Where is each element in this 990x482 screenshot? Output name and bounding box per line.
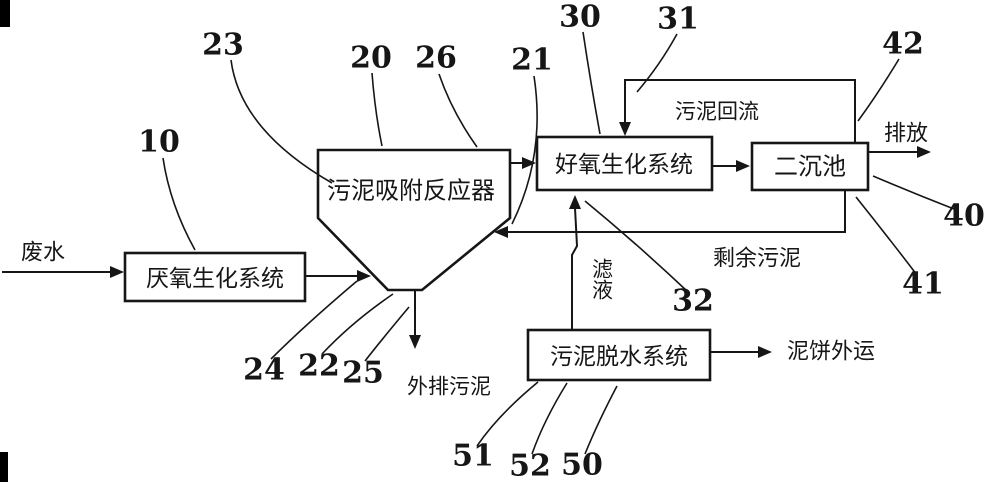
leader-25 xyxy=(364,306,410,362)
discharge-arrowhead xyxy=(917,146,931,158)
leader-30 xyxy=(582,31,601,135)
excess-sludge-label: 剩余污泥 xyxy=(713,246,801,271)
drained-sludge-arrowhead xyxy=(409,335,421,349)
leader-23 xyxy=(230,59,333,184)
secondary-clarifier-label: 二沉池 xyxy=(774,154,846,181)
mud-cake-arrowhead xyxy=(758,346,772,358)
ref-24: 24 xyxy=(243,353,285,388)
ref-21: 21 xyxy=(511,43,553,78)
sludge-return-line xyxy=(624,79,856,143)
reactor-to-aerobic-arrowhead xyxy=(522,157,536,169)
leader-26 xyxy=(438,73,478,148)
ref-23: 23 xyxy=(202,28,244,63)
ref-41: 41 xyxy=(902,267,944,302)
ref-26: 26 xyxy=(415,41,457,76)
filtrate-line xyxy=(571,207,579,330)
ref-10: 10 xyxy=(138,125,180,160)
ref-51: 51 xyxy=(452,439,494,474)
leader-50 xyxy=(584,385,618,455)
leader-41 xyxy=(855,196,918,276)
leader-40 xyxy=(872,175,955,210)
ref-42: 42 xyxy=(882,27,924,62)
filtrate-arrowhead xyxy=(569,195,581,209)
leader-22 xyxy=(321,293,394,355)
secondary-clarifier-box xyxy=(750,141,870,192)
sludge-return-arrowhead xyxy=(619,122,631,136)
wastewater-label: 废水 xyxy=(21,240,65,265)
drained-sludge-label: 外排污泥 xyxy=(407,376,491,399)
ref-22: 22 xyxy=(298,349,340,384)
anaerobic-system-label: 厌氧生化系统 xyxy=(146,265,284,291)
filtrate-label: 滤液 xyxy=(590,258,614,300)
ref-30: 30 xyxy=(559,0,601,35)
leader-52 xyxy=(531,382,568,455)
leader-20 xyxy=(371,72,383,147)
ref-32: 32 xyxy=(672,284,714,319)
scan-artifact-top-left xyxy=(0,0,10,27)
aerobic-system-label: 好氧生化系统 xyxy=(555,151,693,177)
ref-52: 52 xyxy=(509,449,551,482)
leader-24 xyxy=(270,280,358,360)
ref-20: 20 xyxy=(350,41,392,76)
wastewater-arrowhead xyxy=(110,266,124,278)
ref-25: 25 xyxy=(342,356,384,391)
sludge-dewatering-box xyxy=(526,328,712,382)
ref-31: 31 xyxy=(657,2,699,37)
leader-21 xyxy=(511,75,538,225)
discharge-label: 排放 xyxy=(884,121,928,146)
aerobic-system-box xyxy=(535,135,714,192)
leader-32 xyxy=(584,200,688,292)
mud-cake-label: 泥饼外运 xyxy=(787,339,875,364)
aerobic-to-clarifier-arrowhead xyxy=(736,160,750,172)
excess-sludge-arrowhead xyxy=(494,226,508,238)
scan-artifact-bottom-left xyxy=(0,452,8,482)
leader-31 xyxy=(636,33,678,93)
leader-10 xyxy=(162,157,196,251)
sludge-adsorption-reactor-label: 污泥吸附反应器 xyxy=(327,178,495,205)
sludge-dewatering-label: 污泥脱水系统 xyxy=(550,343,688,369)
leader-51 xyxy=(476,381,539,447)
anaerobic-to-reactor-arrowhead xyxy=(357,270,371,282)
sludge-adsorption-reactor-shape xyxy=(316,148,512,292)
ref-50: 50 xyxy=(561,448,603,482)
sludge-return-label: 污泥回流 xyxy=(675,101,759,124)
excess-sludge-line xyxy=(507,190,846,233)
leader-42 xyxy=(857,58,900,122)
ref-40: 40 xyxy=(943,199,985,234)
